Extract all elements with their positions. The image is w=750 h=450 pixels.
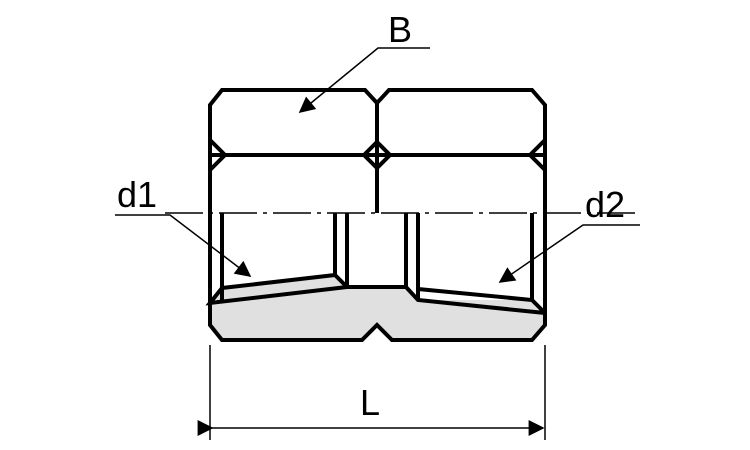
b-leader	[298, 47, 430, 114]
section-hatch	[210, 287, 545, 340]
d1-leader	[115, 214, 252, 277]
hex-corner-right	[527, 138, 547, 172]
hex-diamond	[361, 139, 393, 171]
label-b: B	[388, 9, 412, 50]
label-l: L	[360, 382, 380, 423]
label-d2: d2	[585, 184, 625, 225]
label-d1: d1	[117, 174, 157, 215]
d1-taper-fill	[210, 275, 347, 303]
hex-corner-left	[208, 138, 228, 172]
d2-taper	[404, 285, 547, 315]
d1-taper	[205, 272, 349, 306]
body-outline	[208, 88, 547, 342]
d2-leader	[498, 224, 640, 283]
